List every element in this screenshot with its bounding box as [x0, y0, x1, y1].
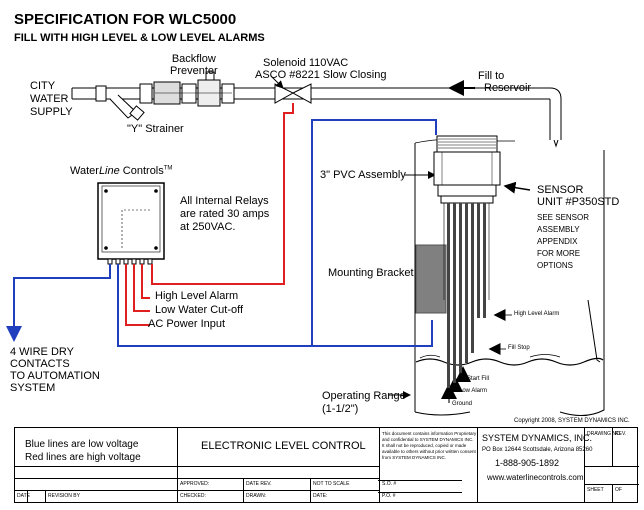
y-strainer [95, 85, 145, 121]
date-field: DATE [17, 493, 30, 499]
copyright-text: Copyright 2008, SYSTEM DYNAMICS INC. [514, 418, 630, 424]
dry-contacts-label: 4 WIRE DRY CONTACTS TO AUTOMATION SYSTEM [10, 346, 100, 394]
po-field: P.O. # [382, 493, 396, 499]
waterline-controller [97, 182, 165, 265]
solenoid-label: Solenoid 110VAC ASCO #8221 Slow Closing [255, 57, 387, 81]
reservoir-tank [414, 139, 605, 416]
company-phone: 1-888-905-1892 [495, 458, 560, 468]
so-field: S.O. # [382, 481, 397, 487]
proprietary-notice: This document contains information Propr… [382, 431, 477, 460]
probe-high-level-alarm-label: High Level Alarm [514, 311, 560, 317]
page-subtitle: FILL WITH HIGH LEVEL & LOW LEVEL ALARMS [14, 32, 265, 44]
company-website[interactable]: www.waterlinecontrols.com [487, 473, 584, 482]
probe-fill-stop-label: Fill Stop [508, 345, 530, 351]
page-title: SPECIFICATION FOR WLC5000 [14, 11, 237, 28]
legend-blue-text: Blue lines are low voltage [25, 439, 139, 450]
company-name: SYSTEM DYNAMICS, INC. [482, 433, 593, 443]
backflow-preventer [139, 71, 235, 107]
fill-to-reservoir-label: Fill to Reservoir [478, 70, 532, 94]
pvc-assembly-label: 3" PVC Assembly [320, 169, 406, 181]
operating-range-label: Operating Range (1-1/2") [322, 390, 406, 415]
voltage-legend: Blue lines are low voltage Red lines are… [25, 438, 141, 464]
solenoid-valve [274, 83, 312, 104]
sensor-appendix-note: SEE SENSOR ASSEMBLY APPENDIX FOR MORE OP… [537, 213, 590, 270]
drawing-title: ELECTRONIC LEVEL CONTROL [201, 440, 366, 452]
of-field: OF [615, 487, 622, 493]
not-to-scale-field: NOT TO SCALE [313, 481, 350, 487]
date-rev-field: DATE REV. [246, 481, 272, 487]
probe-ground-label: Ground [452, 401, 473, 407]
sensor-unit [433, 135, 501, 388]
date2-field: DATE: [313, 493, 328, 499]
waterline-controls-label: WaterLine ControlsTM [70, 165, 173, 177]
relays-note: All Internal Relays are rated 30 amps at… [180, 195, 270, 233]
solenoid-pointer [270, 75, 284, 89]
sensor-pointer [503, 181, 531, 194]
approved-field: APPROVED: [180, 481, 210, 487]
revision-by-field: REVISION BY [48, 493, 80, 499]
rev-field: REV. [615, 431, 627, 437]
mounting-bracket-label: Mounting Bracket [328, 267, 414, 279]
low-water-cutoff-wire-label: Low Water Cut-off [155, 304, 244, 316]
probe-low-alarm-label: Low Alarm [459, 388, 488, 394]
backflow-preventer-label: Backflow Preventer [170, 53, 218, 77]
y-strainer-label: "Y" Strainer [127, 123, 184, 135]
city-water-supply-label: CITY WATER SUPPLY [30, 80, 73, 118]
legend-red-text: Red lines are high voltage [25, 452, 141, 463]
mounting-bracket-plate [415, 244, 447, 314]
company-address: PO Box 12644 Scottsdale, Arizona 85260 [482, 447, 593, 453]
probe-start-fill-label: Start Fill [467, 376, 490, 382]
ac-power-input-wire-label: AC Power Input [148, 318, 226, 330]
title-block: Blue lines are low voltage Red lines are… [14, 427, 639, 503]
low-voltage-wiring [13, 119, 437, 347]
high-voltage-wiring [125, 103, 294, 326]
checked-field: CHECKED: [180, 493, 206, 499]
high-level-alarm-wire-label: High Level Alarm [155, 290, 239, 302]
sensor-unit-label: SENSOR UNIT #P350STD [537, 184, 620, 208]
drawing-no-field: DRAWING NO. [587, 431, 622, 437]
drawn-field: DRAWN: [246, 493, 267, 499]
sheet-field: SHEET [587, 487, 604, 493]
